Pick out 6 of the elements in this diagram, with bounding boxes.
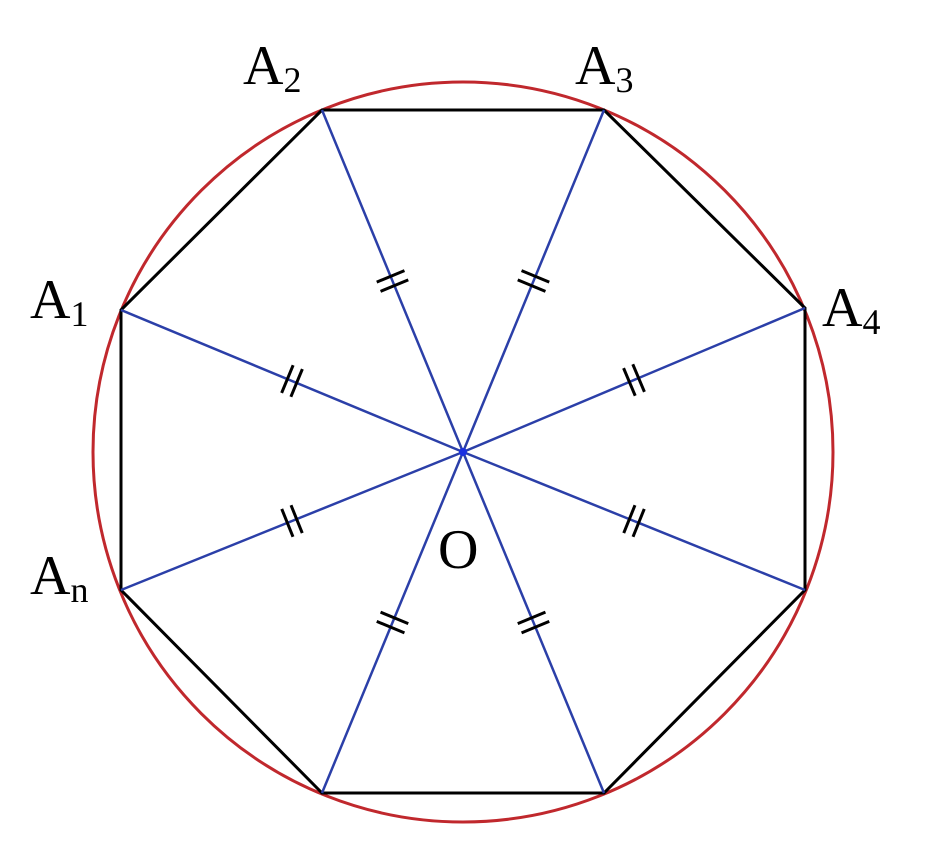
vertex-label: A$_{3}$	[575, 38, 634, 98]
vertex-label: A$_{n}$	[30, 548, 88, 608]
vertex-label: A$_{4}$	[822, 280, 880, 340]
vertex-label: A$_{2}$	[243, 38, 302, 98]
vertex-label: A$_{1}$	[30, 272, 88, 332]
center-label: O	[438, 522, 478, 578]
